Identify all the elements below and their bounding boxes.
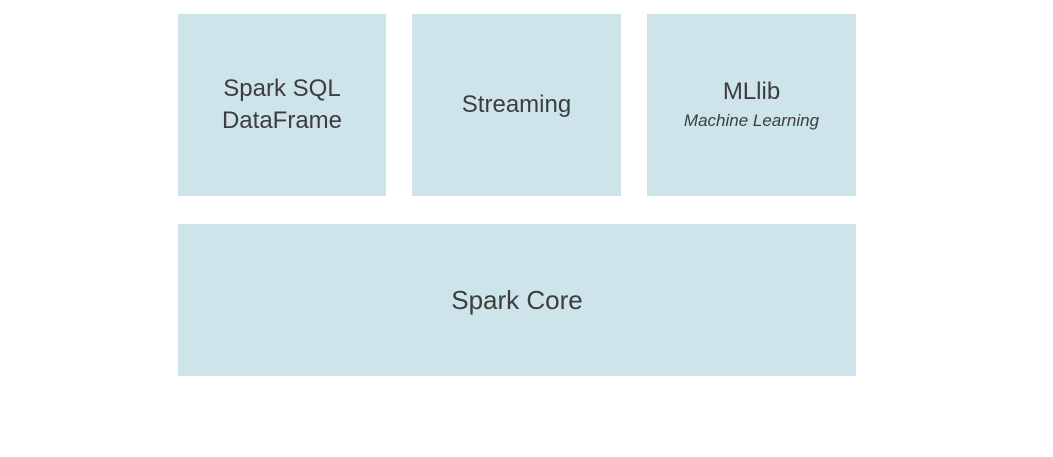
streaming-label: Streaming	[461, 90, 572, 118]
mllib-box: MLlib Machine Learning	[647, 14, 856, 196]
streaming-box: Streaming	[412, 14, 621, 196]
spark-sql-label: Spark SQL DataFrame	[222, 73, 342, 138]
spark-sql-box: Spark SQL DataFrame	[178, 14, 386, 196]
mllib-subtitle: Machine Learning	[683, 111, 820, 131]
spark-sql-label-line1: Spark SQL	[223, 74, 341, 102]
mllib-title: MLlib	[722, 78, 781, 106]
spark-core-label: Spark Core	[451, 284, 583, 315]
spark-core-box: Spark Core	[178, 224, 856, 376]
spark-sql-label-line2: DataFrame	[221, 107, 343, 134]
